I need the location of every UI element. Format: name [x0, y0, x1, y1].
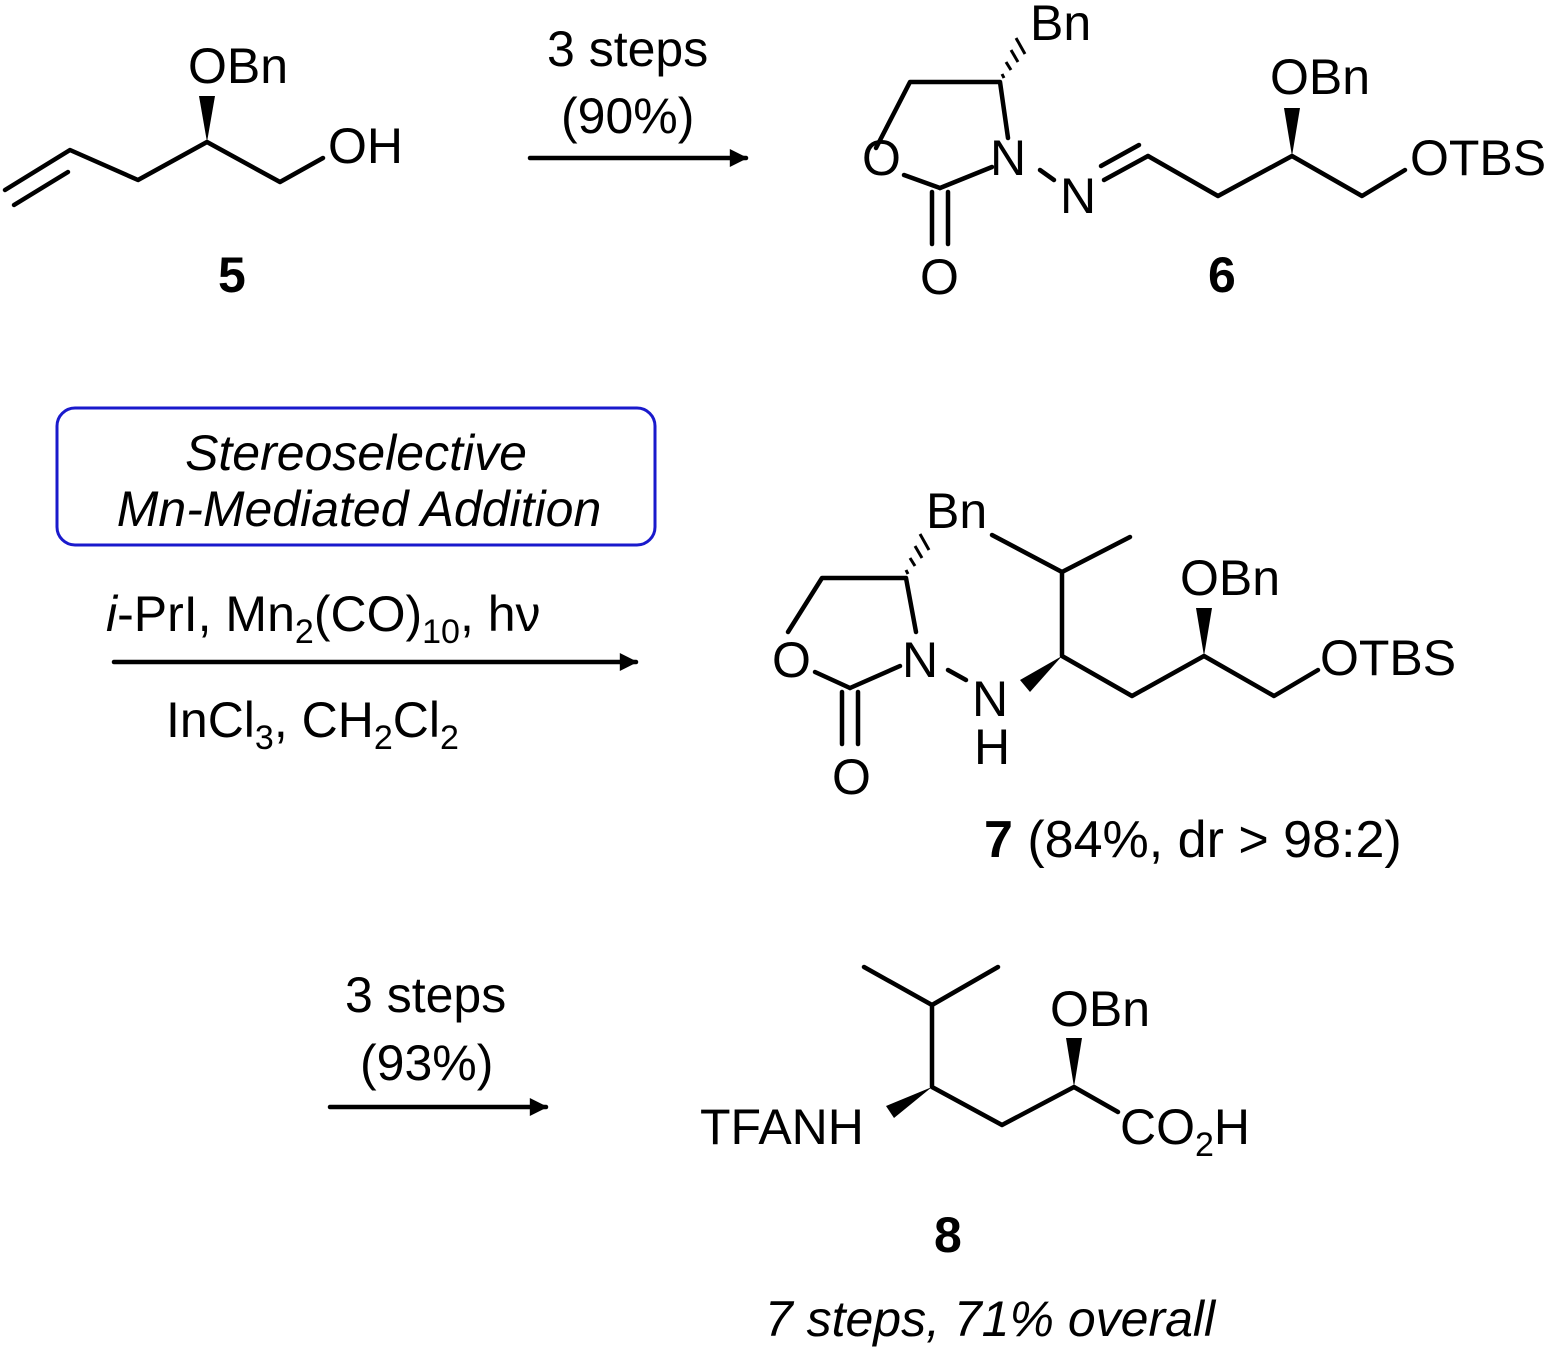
compound-6-structure: O N N O Bn OBn OTBS: [862, 0, 1546, 305]
compound-7-structure: O N N H O Bn OBn OTBS: [772, 483, 1456, 805]
wedge-bond: [1020, 656, 1062, 692]
compound-8-structure: TFANH OBn CO2H: [700, 964, 1250, 1164]
compound-number-5: 5: [218, 247, 246, 303]
atom-label-n: N: [1060, 168, 1096, 224]
step3-yield: (93%): [360, 1035, 493, 1091]
step1-yield: (90%): [561, 88, 694, 144]
hashed-bond: [1000, 37, 1027, 79]
wedge-bond: [1066, 1038, 1082, 1087]
atom-label-h: H: [974, 719, 1010, 775]
atom-label-carbonyl-o: O: [832, 749, 871, 805]
step3-label: 3 steps: [345, 967, 506, 1023]
wedge-bond: [886, 1087, 932, 1118]
atom-label-obn: OBn: [188, 38, 288, 94]
atom-label-obn: OBn: [1270, 49, 1370, 105]
step1-label: 3 steps: [547, 21, 708, 77]
reagents-line: i-PrI, Mn2(CO)10, hν: [106, 586, 541, 651]
compound-7-caption: 7 (84%, dr > 98:2): [984, 811, 1402, 869]
atom-label-o: O: [772, 632, 811, 688]
atom-label-co2h: CO2H: [1120, 1099, 1250, 1164]
wedge-bond: [1196, 608, 1212, 656]
hashed-bond: [904, 533, 931, 575]
atom-label-bn: Bn: [1030, 0, 1091, 51]
atom-label-obn: OBn: [1180, 550, 1280, 606]
box-title-line1: Stereoselective: [185, 425, 527, 481]
atom-label-n: N: [972, 671, 1008, 727]
compound-5-structure: OBn OH: [2, 38, 403, 208]
atom-label-otbs: OTBS: [1320, 630, 1456, 686]
compound-number-8: 8: [934, 1207, 962, 1263]
wedge-bond: [199, 96, 215, 142]
wedge-bond: [1284, 108, 1300, 156]
atom-label-bn: Bn: [926, 483, 987, 539]
atom-label-oh: OH: [328, 118, 403, 174]
compound-number-6: 6: [1208, 247, 1236, 303]
atom-label-obn: OBn: [1050, 981, 1150, 1037]
highlight-box: [55, 406, 657, 547]
atom-label-n: N: [990, 130, 1026, 186]
conditions-line: InCl3, CH2Cl2: [166, 692, 459, 757]
atom-label-carbonyl-o: O: [920, 249, 959, 305]
overall-yield-note: 7 steps, 71% overall: [765, 1291, 1217, 1347]
atom-label-n: N: [902, 632, 938, 688]
box-title-line2: Mn-Mediated Addition: [117, 481, 602, 537]
atom-label-o: O: [862, 130, 901, 186]
atom-label-otbs: OTBS: [1410, 130, 1546, 186]
atom-label-tfanh: TFANH: [700, 1099, 864, 1155]
